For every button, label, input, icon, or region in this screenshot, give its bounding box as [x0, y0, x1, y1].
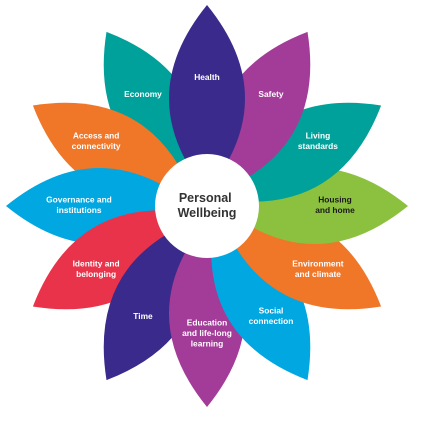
petal-label-line: Access and — [73, 131, 120, 141]
petal-label-line: Living — [306, 131, 331, 141]
petal-label-line: Environment — [292, 259, 343, 269]
center-label: Personal Wellbeing — [178, 191, 237, 220]
petal-label-line: Identity and — [73, 259, 120, 269]
petal-label-line: connection — [249, 316, 294, 326]
petal-identity-and-belonging — [32, 210, 195, 310]
petal-social-connection — [211, 218, 311, 381]
petal-time — [103, 218, 203, 381]
petal-label-line: Education — [187, 318, 227, 328]
petal-label-line: connectivity — [72, 141, 121, 151]
petal-label-line: standards — [298, 141, 338, 151]
petal-label-line: Safety — [258, 89, 283, 99]
petal-label-line: and climate — [295, 269, 341, 279]
petal-health — [169, 5, 245, 192]
center-label-line: Personal — [179, 191, 232, 205]
petal-label-line: Governance and — [46, 195, 112, 205]
petal-label-line: Health — [194, 72, 220, 82]
petal-label-line: Social — [259, 306, 284, 316]
petal-environment-and-climate — [219, 210, 382, 310]
center-hub: Personal Wellbeing — [155, 154, 259, 258]
center-circle — [155, 154, 259, 258]
petal-label-line: Housing — [318, 195, 352, 205]
petal-label-economy: Economy — [124, 89, 162, 99]
petal-safety — [211, 31, 311, 194]
petal-access-and-connectivity — [32, 102, 195, 202]
petal-label-line: learning — [191, 339, 224, 349]
petal-label-line: and life-long — [182, 328, 232, 338]
petal-label-line: institutions — [56, 205, 101, 215]
petal-economy — [103, 31, 203, 194]
petal-label-line: and home — [315, 205, 355, 215]
petal-label-safety: Safety — [258, 89, 283, 99]
petal-label-time: Time — [133, 311, 153, 321]
petal-label-health: Health — [194, 72, 220, 82]
petal-living-standards — [219, 102, 382, 202]
center-label-line: Wellbeing — [178, 206, 237, 220]
petal-label-line: Economy — [124, 89, 162, 99]
petal-label-line: belonging — [76, 269, 116, 279]
petal-label-line: Time — [133, 311, 153, 321]
petal-layer — [6, 5, 408, 407]
